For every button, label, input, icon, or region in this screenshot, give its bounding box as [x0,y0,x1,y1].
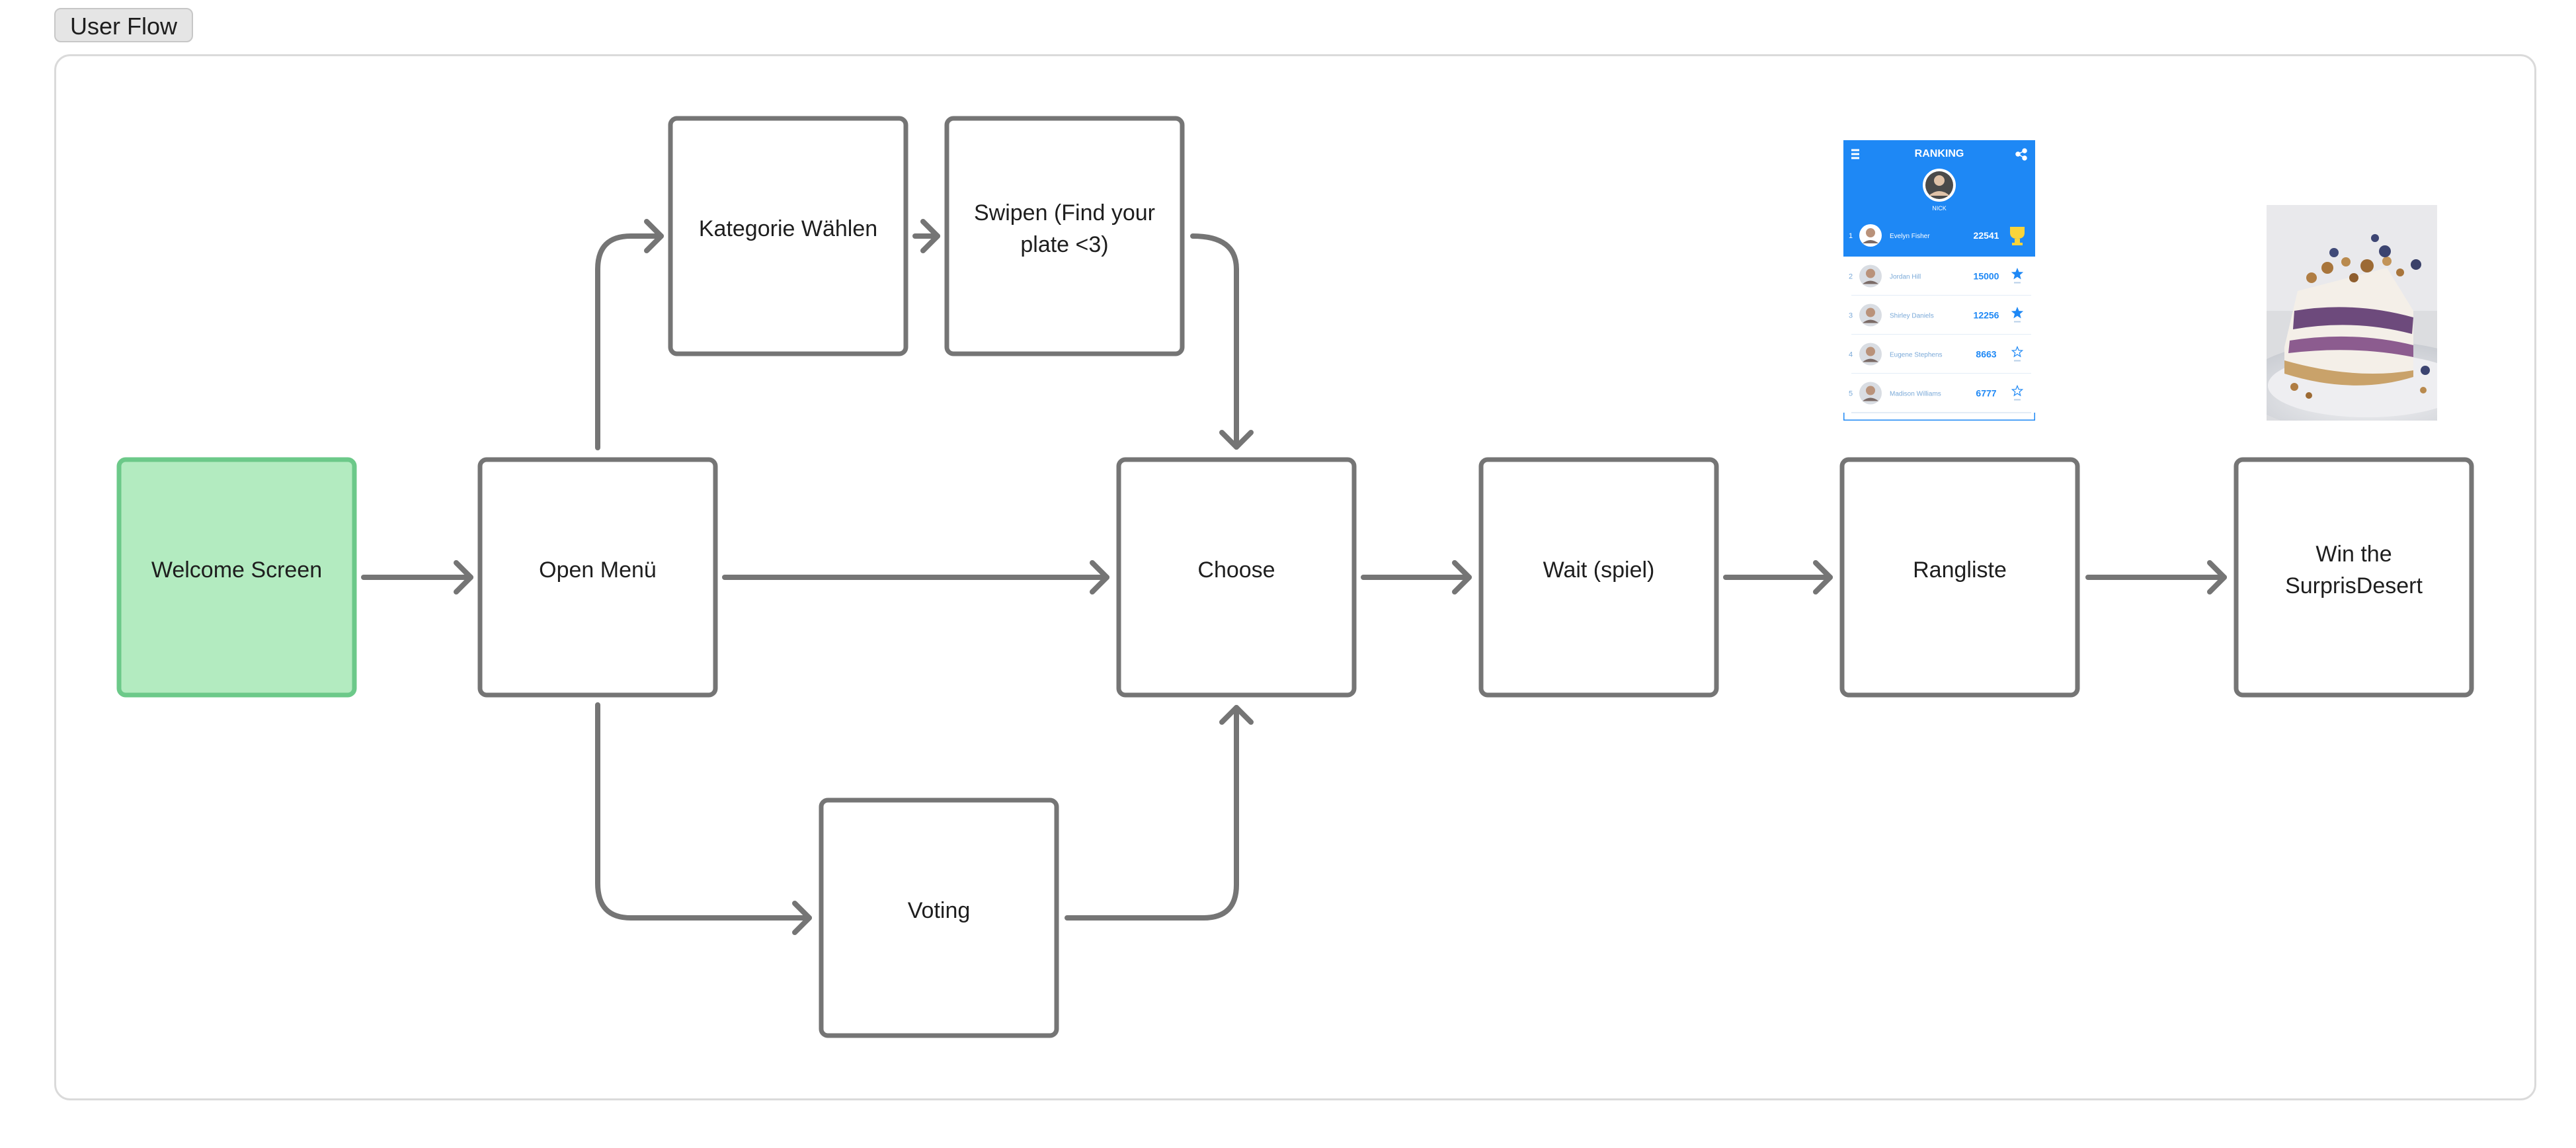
ranking-row: 1 Evelyn Fisher 22541 [1843,214,2035,257]
arrowhead-kategorie-left [644,219,664,253]
star-icon [2011,384,2024,397]
node-swipen[interactable]: Swipen (Find your plate <3) [944,116,1185,356]
ranking-row: 3 Shirley Daniels 12256 [1843,296,2035,335]
connector-voting-choose [1065,705,1239,921]
ranking-rows: 1 Evelyn Fisher 22541 2 Jordan Hill 15000 3 Shi… [1843,214,2035,413]
ranking-row: 4 Eugene Stephens 8663 [1843,335,2035,374]
node-wait-label-1: Wait (spiel) [1543,557,1655,583]
ranking-screenshot[interactable]: RANKING NICK 1 Evelyn Fisher 22541 2 Jordan … [1843,140,2035,421]
arrowhead-rangliste-left [1813,560,1833,594]
ranking-score: 6777 [1976,388,1996,399]
node-kategorie-label-1: Kategorie Wählen [699,216,877,241]
node-wait[interactable]: Wait (spiel) [1478,457,1719,698]
ranking-rank: 1 [1849,232,1853,240]
ranking-score: 12256 [1974,310,1999,321]
node-choose[interactable]: Choose [1116,457,1357,698]
frame-label[interactable]: User Flow [54,8,194,42]
node-welcome-label-1: Welcome Screen [151,557,322,583]
node-choose-label-1: Choose [1197,557,1275,583]
ranking-rank: 2 [1849,273,1853,281]
node-swipen-label-2: plate <3) [1020,232,1108,257]
share-icon [2015,148,2027,161]
node-welcome-screen[interactable]: Welcome Screen [116,457,357,698]
arrowhead-choose-left [1090,560,1109,594]
node-win[interactable]: Win the SurprisDesert [2234,457,2474,698]
arrowhead-voting-left [792,901,812,935]
connector-swipen-choose [1190,233,1239,450]
connector-open-menu-voting [595,702,812,921]
ranking-title: RANKING [1915,148,1964,159]
node-win-label-2: SurprisDesert [2285,573,2423,598]
node-open-menu[interactable]: Open Menü [477,457,718,698]
connector-open-menu-kategorie [595,233,664,450]
ranking-score: 8663 [1976,349,1996,360]
arrowhead-swipen-left [920,219,940,253]
arrowhead-open-menu-left [454,560,473,594]
ranking-name: Eugene Stephens [1890,352,1943,359]
star-icon [2011,267,2024,280]
ranking-score: 15000 [1974,271,1999,282]
node-voting[interactable]: Voting [819,798,1059,1038]
ranking-row: 2 Jordan Hill 15000 [1843,257,2035,296]
ranking-name: Jordan Hill [1890,274,1921,281]
ranking-name: Evelyn Fisher [1890,233,1930,240]
ranking-score: 22541 [1974,230,1999,241]
node-open-menu-label-1: Open Menü [539,557,657,583]
ranking-name: Madison Williams [1890,391,1941,398]
star-icon [2011,345,2024,358]
menu-icon [1851,149,1859,159]
trophy-icon [2010,227,2025,245]
node-kategorie-waehlen[interactable]: Kategorie Wählen [668,116,908,356]
node-win-label-1: Win the [2315,542,2392,567]
star-icon [2011,306,2024,319]
arrowhead-wait-left [1452,560,1472,594]
arrowhead-choose-top [1219,430,1254,450]
node-rangliste-label-1: Rangliste [1913,557,2007,583]
node-swipen-label-1: Swipen (Find your [974,200,1155,226]
arrowhead-win-left [2207,560,2227,594]
leader-name: NICK [1932,205,1947,212]
ranking-name: Shirley Daniels [1890,313,1934,320]
ranking-rank: 3 [1849,312,1853,320]
ranking-rank: 5 [1849,390,1853,398]
dessert-photo [2267,205,2437,421]
node-voting-label-1: Voting [908,898,971,923]
ranking-rank: 4 [1849,351,1853,359]
connectors [361,219,2227,935]
ranking-row: 5 Madison Williams 6777 [1843,374,2035,413]
arrowhead-choose-bottom [1219,705,1254,725]
node-rangliste[interactable]: Rangliste [1839,457,2080,698]
